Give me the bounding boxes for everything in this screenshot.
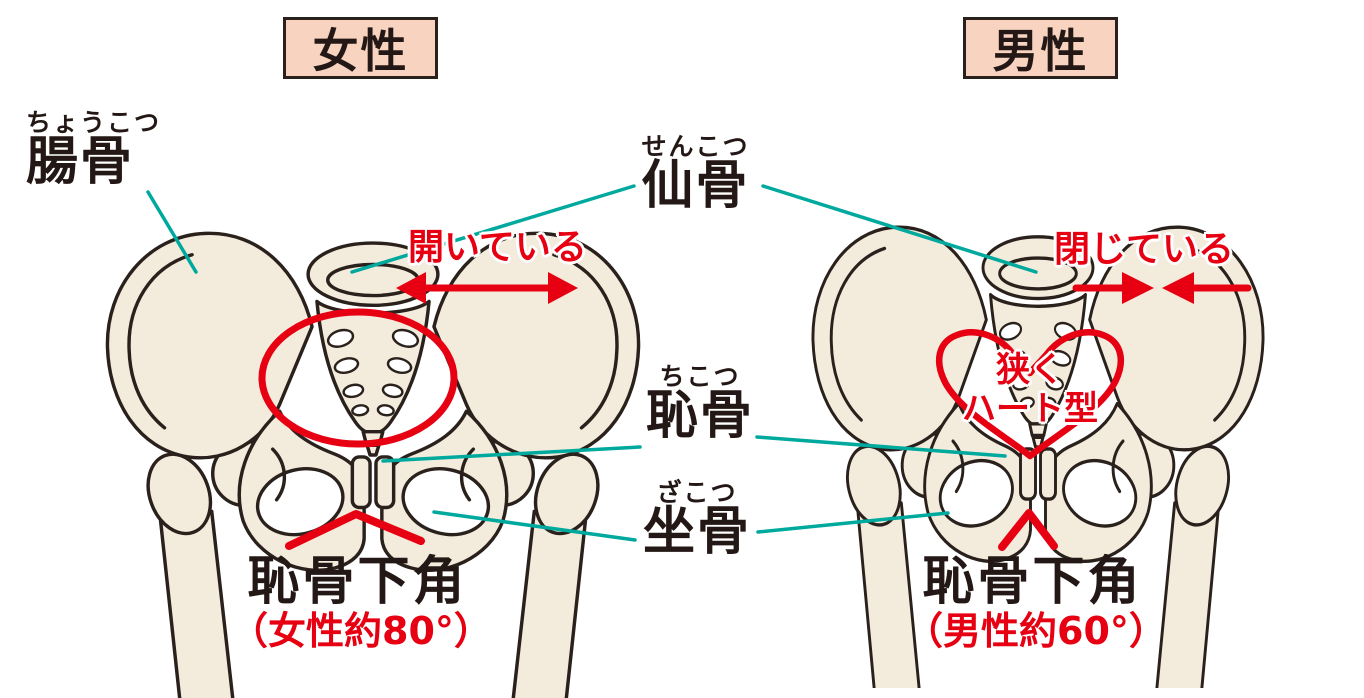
sacrum-furigana: せんこつ bbox=[641, 132, 750, 161]
male-pubic-arch-chevron bbox=[998, 509, 1058, 551]
sacrum-label: せんこつ 仙骨 bbox=[618, 134, 773, 214]
leader-line-ilium bbox=[146, 190, 198, 274]
male-arch-label: 恥骨下角 bbox=[922, 552, 1143, 612]
female-arch-value: （女性約80°） bbox=[230, 609, 492, 653]
female-title: 女性 bbox=[312, 24, 409, 78]
female-arch-label: 恥骨下角 bbox=[247, 552, 468, 612]
male-inlet-heart-outline bbox=[936, 329, 1124, 460]
pubis-kanji: 恥骨 bbox=[645, 386, 754, 446]
male-inlet-note-line2: ハート型 bbox=[962, 389, 1098, 429]
leader-line-pubis-male bbox=[755, 435, 1007, 458]
male-title: 男性 bbox=[992, 24, 1089, 78]
male-title-box: 男性 bbox=[963, 17, 1118, 79]
ilium-furigana: ちょうこつ bbox=[26, 108, 162, 137]
female-width-arrow-icon bbox=[396, 272, 578, 304]
ischium-label: ざこつ 坐骨 bbox=[622, 480, 772, 560]
female-title-box: 女性 bbox=[283, 17, 438, 79]
ilium-kanji: 腸骨 bbox=[26, 132, 135, 192]
male-inlet-note-line1: 狭く bbox=[996, 350, 1064, 390]
female-inlet-ellipse bbox=[258, 308, 458, 448]
leader-line-sacrum-female bbox=[350, 184, 636, 274]
leader-line-ischium-male bbox=[756, 511, 950, 534]
male-width-note: 閉じている bbox=[1054, 229, 1235, 270]
ischium-kanji: 坐骨 bbox=[642, 502, 751, 562]
ischium-furigana: ざこつ bbox=[656, 478, 738, 507]
ilium-label: ちょうこつ 腸骨 bbox=[26, 110, 161, 190]
female-width-note: 開いている bbox=[408, 227, 587, 268]
leader-line-sacrum-male bbox=[761, 184, 1038, 274]
female-pubic-arch-chevron bbox=[285, 510, 425, 550]
leader-line-ischium-female bbox=[432, 510, 637, 542]
male-width-arrows-icon bbox=[1072, 272, 1252, 304]
male-arch-value: （男性約60°） bbox=[905, 609, 1167, 653]
pubis-furigana: ちこつ bbox=[659, 362, 741, 391]
pubis-label: ちこつ 恥骨 bbox=[625, 364, 775, 444]
sacrum-kanji: 仙骨 bbox=[641, 156, 750, 216]
leader-line-pubis-female bbox=[381, 445, 642, 463]
